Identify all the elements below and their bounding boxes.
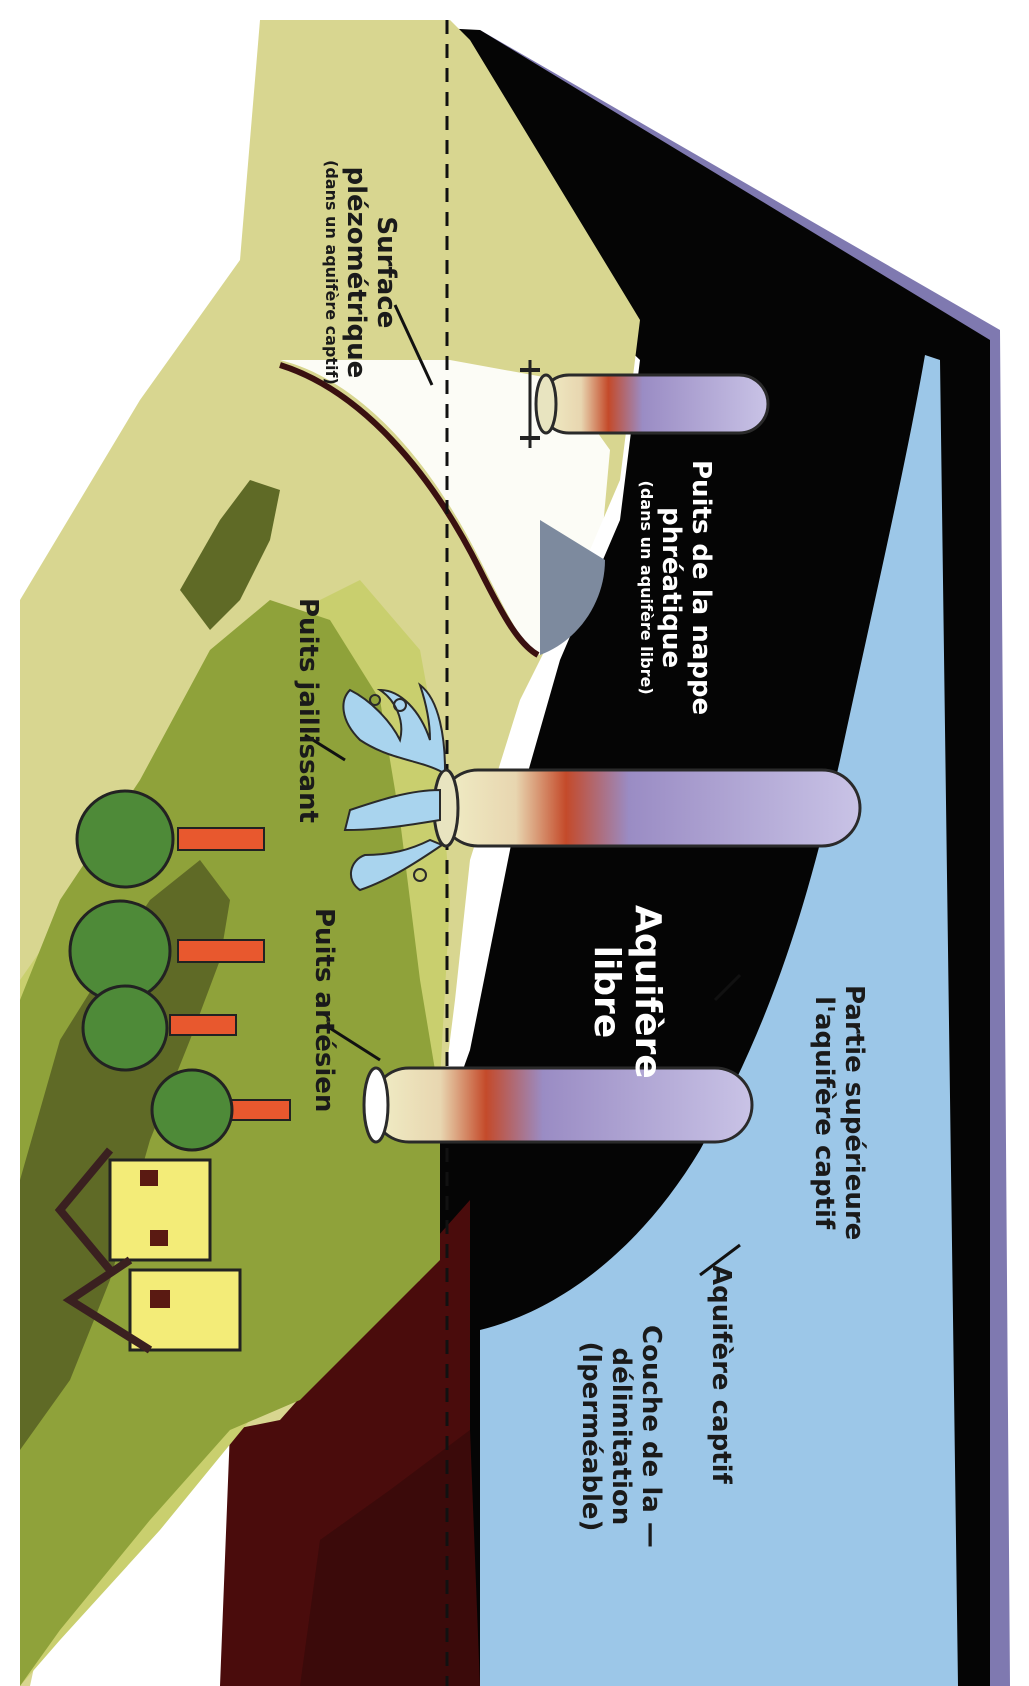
- label-libre-line1: Aquifère: [627, 905, 668, 1079]
- label-surface-piezometrique: Surface plézométrique (dans un aquifère …: [322, 160, 400, 385]
- label-jaillissant-text: Puits jaillissant: [292, 598, 322, 823]
- label-couche-delimitation: Couche de la — délimitation (Iperméable): [575, 1325, 665, 1548]
- label-nappe-line1: Puits de la nappe: [685, 460, 715, 715]
- label-nappe-line2: phréatique: [655, 460, 685, 715]
- label-captif-text: Aquifère captif: [705, 1265, 735, 1484]
- label-puits-jaillissant: Puits jaillissant: [292, 598, 322, 823]
- label-libre-line2: libre: [585, 905, 626, 1079]
- flowing-well: [434, 770, 860, 846]
- label-partie-superieure: Partie supérieure l'aquifère captif: [808, 985, 868, 1240]
- label-aquifere-captif: Aquifère captif: [705, 1265, 735, 1484]
- label-couche-line1: Couche de la —: [635, 1325, 665, 1548]
- label-surface-line2: plézométrique: [340, 160, 370, 385]
- artesian-well: [364, 1068, 752, 1142]
- label-partie-line1: Partie supérieure: [838, 985, 868, 1240]
- label-surface-line3: (dans un aquifère captif): [322, 160, 340, 385]
- label-puits-artesien: Puits artésien: [308, 908, 338, 1112]
- label-surface-line1: Surface: [370, 160, 400, 385]
- label-artesien-text: Puits artésien: [308, 908, 338, 1112]
- label-aquifere-libre: Aquifère libre: [585, 905, 668, 1079]
- label-couche-line3: (Iperméable): [575, 1325, 605, 1548]
- label-couche-line2: délimitation: [605, 1325, 635, 1548]
- label-nappe-line3: (dans un aquifère libre): [637, 460, 655, 715]
- label-puits-nappe-phreatique: Puits de la nappe phréatique (dans un aq…: [637, 460, 715, 715]
- label-partie-line2: l'aquifère captif: [808, 985, 838, 1240]
